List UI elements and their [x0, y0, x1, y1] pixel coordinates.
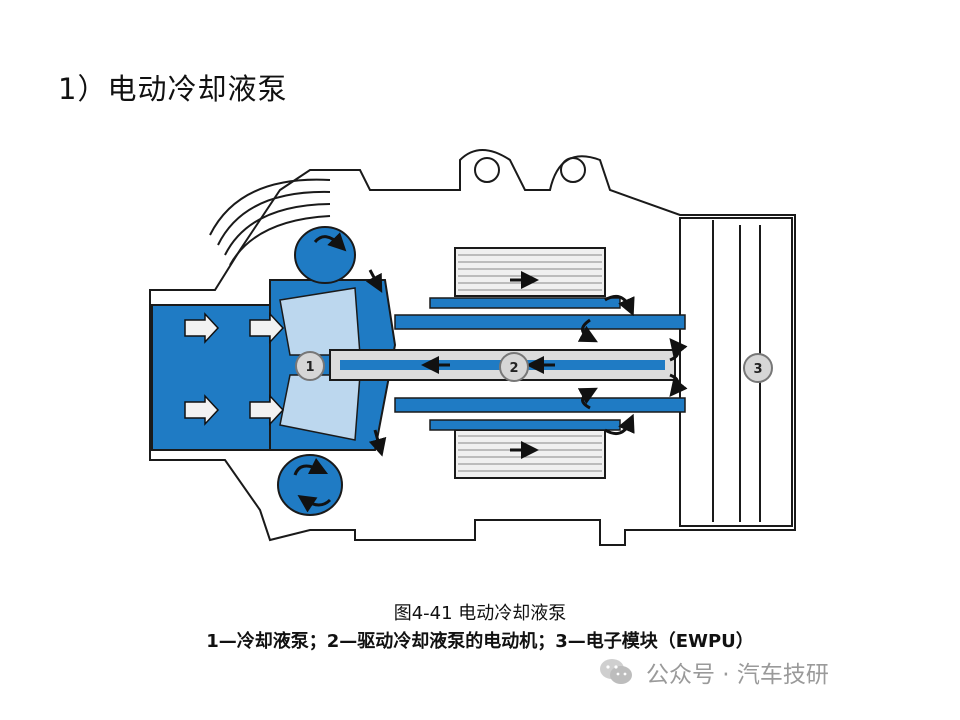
page-title: 1）电动冷却液泵 [58, 72, 288, 106]
flow-arrow-icon [184, 312, 285, 426]
lower-volute [277, 454, 343, 516]
marker-1: 1 [295, 351, 325, 381]
marker-2-label: 2 [509, 361, 518, 376]
watermark: 公众号 · 汽车技研 [598, 652, 829, 692]
figure-caption: 图4-41 电动冷却液泵 [393, 603, 567, 624]
pump-housing [149, 149, 796, 546]
marker-3: 3 [743, 353, 773, 383]
shaft-flow-arrows [421, 271, 555, 459]
marker-3-label: 3 [753, 362, 762, 377]
marker-2: 2 [499, 352, 529, 382]
circular-flow-arrow-icon [293, 232, 688, 513]
watermark-text: 公众号 · 汽车技研 [646, 662, 829, 688]
impeller-blades [279, 287, 361, 441]
figure-legend: 1—冷却液泵；2—驱动冷却液泵的电动机；3—电子模块（EWPU） [206, 631, 754, 652]
coolant-channels [394, 297, 686, 431]
hose-ribs [209, 178, 331, 266]
coolant-pump-diagram: 1 2 3 [149, 149, 796, 546]
marker-1-label: 1 [305, 360, 314, 375]
wechat-icon [600, 659, 632, 684]
